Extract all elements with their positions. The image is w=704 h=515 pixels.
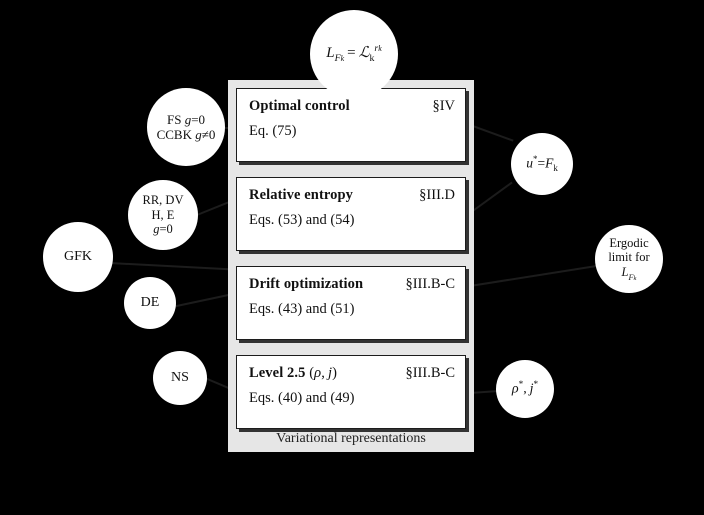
circle-u-star-equals-fk[interactable]: u*=Fk <box>511 133 573 195</box>
box-level-2-5-head: Level 2.5 (ρ, j) §III.B-C <box>249 365 455 382</box>
connector-relative-entropy-to-ustar <box>469 181 513 214</box>
circle-u-star-label: u*=Fk <box>526 154 558 174</box>
box-relative-entropy-title: Relative entropy <box>249 187 354 203</box>
box-level-2-5-section: §III.B-C <box>405 365 455 381</box>
box-drift-optimization[interactable]: Drift optimization §III.B-C Eqs. (43) an… <box>236 266 466 340</box>
connector-gfk-to-panel <box>109 262 234 271</box>
circle-de[interactable]: DE <box>124 277 176 329</box>
box-relative-entropy-section: §III.D <box>419 187 455 203</box>
panel-caption: Variational representations <box>276 431 426 446</box>
circle-gfk[interactable]: GFK <box>43 222 113 292</box>
box-level-2-5-title-main: Level 2.5 <box>249 365 306 381</box>
box-relative-entropy-head: Relative entropy §III.D <box>249 187 455 204</box>
box-optimal-control-section: §IV <box>432 98 455 114</box>
circle-rho-j-star-label: ρ*, j* <box>511 379 539 398</box>
circle-lfk-equals-lk[interactable]: LFk = ℒkrk <box>310 10 398 98</box>
circle-ns-label: NS <box>171 369 189 385</box>
box-level-2-5-equations: Eqs. (40) and (49) <box>249 390 355 406</box>
box-relative-entropy-equations: Eqs. (53) and (54) <box>249 212 355 228</box>
box-relative-entropy[interactable]: Relative entropy §III.D Eqs. (53) and (5… <box>236 177 466 251</box>
box-optimal-control-equations: Eq. (75) <box>249 123 297 139</box>
box-drift-optimization-head: Drift optimization §III.B-C <box>249 276 455 293</box>
box-level-2-5[interactable]: Level 2.5 (ρ, j) §III.B-C Eqs. (40) and … <box>236 355 466 429</box>
connector-drift-to-ergodic <box>469 264 601 287</box>
box-optimal-control-head: Optimal control §IV <box>249 98 455 115</box>
connector-optimal-control-to-ustar <box>469 124 514 142</box>
circle-ns[interactable]: NS <box>153 351 207 405</box>
box-level-2-5-title-suffix: (ρ, j) <box>309 365 338 381</box>
box-drift-optimization-title: Drift optimization <box>249 276 364 292</box>
circle-lfk-label: LFk = ℒkrk <box>326 43 382 65</box>
circle-rho-star-j-star[interactable]: ρ*, j* <box>496 360 554 418</box>
box-level-2-5-title: Level 2.5 (ρ, j) <box>249 365 337 382</box>
variational-representations-panel: Optimal control §IV Eq. (75) Relative en… <box>228 80 474 452</box>
circle-gfk-label: GFK <box>63 248 92 264</box>
circle-de-label: DE <box>140 294 160 310</box>
box-optimal-control[interactable]: Optimal control §IV Eq. (75) <box>236 88 466 162</box>
box-drift-optimization-equations: Eqs. (43) and (51) <box>249 301 355 317</box>
box-drift-optimization-section: §III.B-C <box>405 276 455 292</box>
box-optimal-control-title: Optimal control <box>249 98 350 114</box>
